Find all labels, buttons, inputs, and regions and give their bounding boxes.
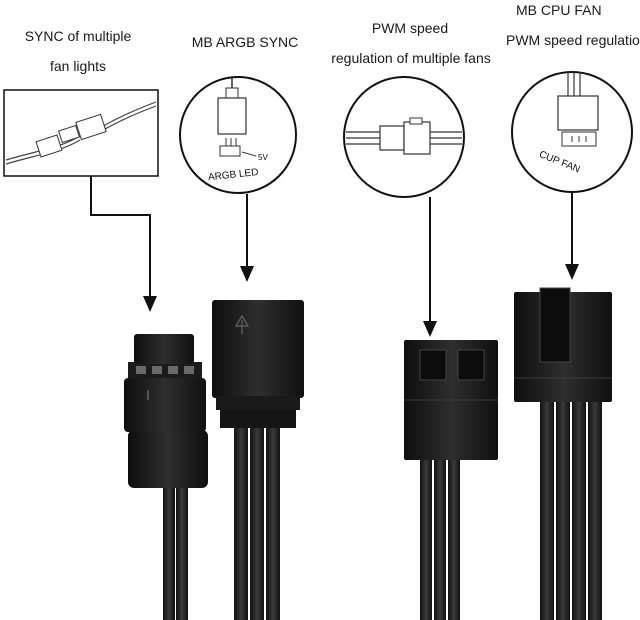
cpu-label-line1: MB CPU FAN — [516, 2, 602, 18]
sync-inset — [3, 89, 159, 177]
pwm-label-line1: PWM speed — [371, 20, 449, 36]
sync-arrowhead — [143, 296, 157, 312]
sync-label-line2: fan lights — [49, 58, 107, 74]
argb-inset: 5V ARGB LED — [179, 76, 297, 194]
argb-label: MB ARGB SYNC — [191, 34, 299, 50]
argb-caption: ARGB LED — [207, 167, 258, 183]
sync-connector — [124, 334, 208, 620]
cpu-fan-connector — [514, 287, 612, 620]
cpu-label-line2: PWM speed regulatio — [506, 32, 640, 48]
pwm-inset — [343, 76, 465, 198]
pwm-label-line2: regulation of multiple fans — [331, 50, 491, 66]
cpu-fan-inset: CUP FAN — [511, 71, 633, 193]
argb-arrowhead — [240, 266, 254, 282]
sync-label-line1: SYNC of multiple — [24, 28, 132, 44]
argb-connector — [212, 300, 304, 620]
pwm-arrowhead — [423, 321, 437, 337]
cpu-arrowhead — [565, 264, 579, 280]
sync-leader-line — [90, 176, 151, 300]
argb-pin-label: 5V — [258, 153, 268, 162]
pwm-connector — [404, 340, 498, 620]
